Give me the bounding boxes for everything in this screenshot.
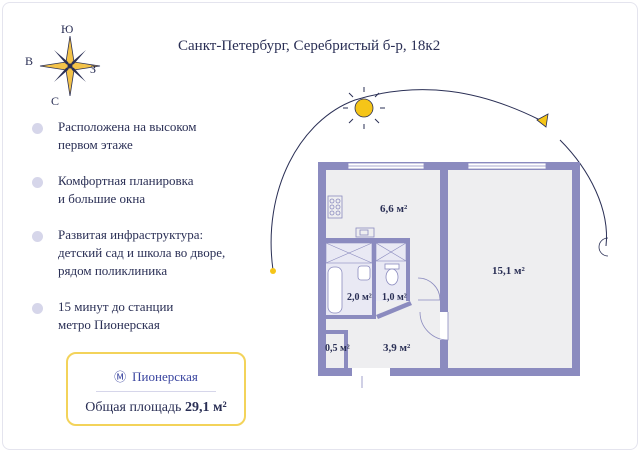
walls	[318, 162, 580, 376]
feature-text: Комфортная планировка и большие окна	[58, 173, 194, 206]
feature-text: Развитая инфраструктура: детский сад и ш…	[58, 227, 226, 278]
room-hall-label: 3,9 м²	[383, 342, 411, 354]
compass-east-label: З	[90, 62, 97, 76]
sun-icon	[343, 87, 385, 129]
interior-walls	[326, 238, 412, 368]
room-living-label: 15,1 м²	[492, 265, 525, 277]
list-item: Комфортная планировка и большие окна	[30, 172, 250, 208]
feature-list: Расположена на высоком первом этаже Комф…	[30, 118, 250, 352]
metro-station-name: Пионерская	[132, 369, 198, 384]
living-fill	[448, 170, 572, 368]
stove-icon	[327, 195, 343, 219]
entrance-door	[352, 368, 390, 376]
total-area: Общая площадь 29,1 м²	[68, 400, 244, 416]
sunrise-dot-icon	[270, 268, 276, 274]
bullet-dot-icon	[32, 177, 43, 188]
room-bathroom-label: 2,0 м²	[347, 292, 372, 303]
direction-arrow-icon	[536, 113, 549, 128]
room-toilet-label: 1,0 м²	[382, 292, 407, 303]
list-item: Развитая инфраструктура: детский сад и ш…	[30, 226, 250, 280]
sun-path-arc	[270, 89, 541, 271]
compass-south-label: Ю	[61, 22, 74, 36]
divider	[96, 391, 216, 392]
vent-shafts	[325, 242, 407, 264]
info-box: Ⓜ Пионерская Общая площадь 29,1 м²	[66, 352, 246, 426]
metro-m-icon: Ⓜ	[114, 370, 127, 384]
bullet-dot-icon	[32, 123, 43, 134]
room-closet-label: 0,5 м²	[325, 343, 350, 354]
bullet-dot-icon	[32, 303, 43, 314]
feature-text: 15 минут до станции метро Пионерская	[58, 299, 174, 332]
room-kitchen-label: 6,6 м²	[380, 203, 408, 215]
bathtub-icon	[327, 266, 343, 314]
compass-rose-icon	[39, 35, 101, 97]
metro-row: Ⓜ Пионерская	[68, 368, 244, 385]
moon-path-arc	[559, 139, 608, 247]
windows	[347, 162, 547, 170]
total-area-label: Общая площадь	[85, 400, 182, 415]
crescent-moon-icon	[598, 237, 609, 257]
sink-icon	[355, 227, 375, 238]
list-item: 15 минут до станции метро Пионерская	[30, 298, 250, 334]
toilet-icon	[384, 263, 400, 286]
feature-text: Расположена на высоком первом этаже	[58, 119, 197, 152]
bullet-dot-icon	[32, 231, 43, 242]
compass: Ю С В З	[24, 20, 116, 112]
total-area-value: 29,1 м²	[184, 400, 227, 415]
wash-basin-icon	[357, 265, 371, 281]
compass-north-label: С	[51, 94, 60, 108]
list-item: Расположена на высоком первом этаже	[30, 118, 250, 154]
compass-west-label: В	[25, 54, 34, 68]
page-title: Санкт-Петербург, Серебристый б-р, 18к2	[178, 38, 441, 54]
